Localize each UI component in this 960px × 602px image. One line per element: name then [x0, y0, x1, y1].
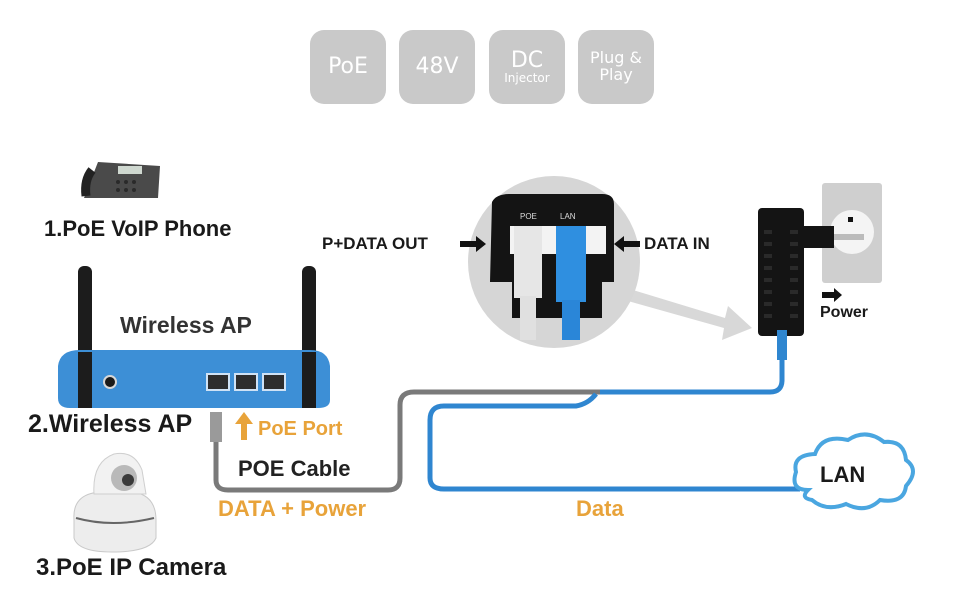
adapter-plug [804, 226, 834, 248]
callout-arrow [596, 280, 752, 340]
ap-antenna-left-base [78, 352, 92, 408]
badge-plug-text: Plug & [590, 48, 642, 68]
ap-caption: Wireless AP [120, 312, 252, 338]
ap-power-jack [103, 375, 117, 389]
power-arrow-icon [822, 288, 842, 302]
white-plug [514, 226, 542, 298]
data-cable-blue-lower [427, 392, 800, 492]
data-in-label: DATA IN [644, 234, 710, 253]
poe-cable-gray [213, 389, 600, 493]
camera-label: 3.PoE IP Camera [36, 554, 227, 581]
ap-port-1 [206, 373, 230, 391]
phone-label: 1.PoE VoIP Phone [44, 216, 232, 241]
poe-port-label: PoE Port [258, 418, 343, 440]
lan-cloud [792, 432, 915, 511]
badge-48v-text: 48V [415, 54, 459, 80]
socket-face [830, 210, 874, 254]
data-cable-blue-upper [600, 340, 785, 395]
badge-play-text: Play [599, 65, 633, 84]
arrow-right-icon [460, 236, 486, 252]
poe-port-arrow-icon [235, 412, 253, 440]
ap-label: 2.Wireless AP [28, 410, 193, 438]
ap-port-2 [234, 373, 258, 391]
lan-label: LAN [820, 462, 866, 487]
ip-camera-icon [73, 452, 157, 553]
arrow-left-icon [614, 236, 640, 252]
blue-cable [562, 300, 580, 340]
ap-antenna-right-base [302, 352, 316, 408]
badge-48v: 48V [399, 30, 475, 104]
p-data-out-label: P+DATA OUT [322, 234, 428, 253]
data-power-label: DATA + Power [218, 496, 367, 521]
socket-pin [848, 217, 853, 222]
injector-port-lan-label: LAN [560, 212, 576, 221]
injector-port-poe-label: POE [520, 212, 537, 221]
voip-phone-icon [81, 162, 160, 198]
power-label: Power [820, 304, 869, 321]
badge-injector-text: Injector [504, 71, 550, 86]
data-label: Data [576, 496, 624, 521]
poe-plug-gray [210, 412, 222, 442]
ap-port-3 [262, 373, 286, 391]
adapter-ribs [764, 230, 798, 318]
adapter-prong [834, 234, 864, 240]
ap-body [58, 350, 330, 408]
badge-plug-play: Plug & Play [578, 30, 654, 104]
badge-dc-injector: DC Injector [489, 30, 565, 104]
badge-poe: PoE [310, 30, 386, 104]
badge-poe-text: PoE [328, 54, 368, 80]
poe-cable-label: POE Cable [238, 456, 351, 481]
blue-plug [556, 226, 586, 302]
badge-dc-text: DC [510, 48, 544, 74]
adapter-plug-blue [777, 330, 787, 360]
white-cable [520, 296, 536, 340]
